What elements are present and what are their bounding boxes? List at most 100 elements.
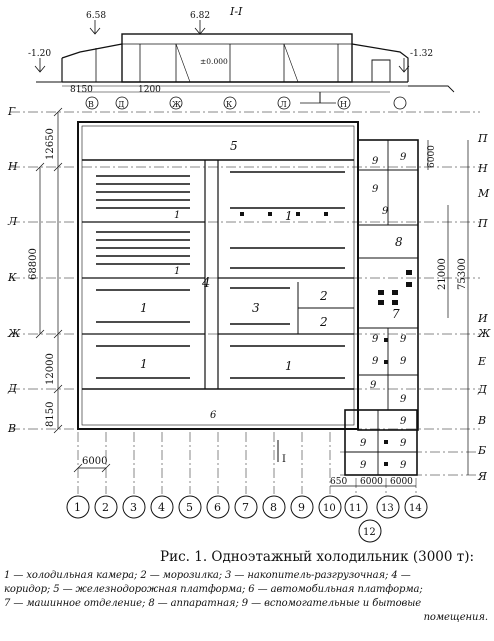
row-axis-label: Л [7,215,18,228]
dimension-label: 6000 [360,477,383,487]
elevation-label: -1.20 [28,49,51,59]
column-axis-label: 9 [298,501,305,514]
dimension-label: 12000 [45,353,56,385]
column-axis-label: 5 [186,501,193,514]
dimension-label: 6000 [82,456,107,467]
column-axis-label: 14 [409,503,422,514]
section-axis-label: Ж [172,100,181,109]
column-axis-label: 2 [102,501,109,514]
section-axis-markers [85,96,407,110]
section-axis-label: Н [340,100,347,109]
elevation-label: 6.58 [86,11,106,21]
dimension-label: 6000 [427,145,437,168]
room-number: 6 [210,410,217,421]
right-axis-label: Ж [477,327,491,340]
dimension-label: 1200 [138,85,161,95]
row-axis-label: К [7,271,17,284]
room-number: 9 [372,184,379,195]
dimension-label: 6000 [390,477,413,487]
dimension-label: 75300 [457,258,468,290]
room-number: 1 [285,209,293,223]
column-axis-label: 6 [214,501,221,514]
right-dimension-chain [427,140,469,475]
column-axis-label: 13 [381,503,394,514]
right-axis-label: Д [477,383,488,396]
room-number: 1 [285,359,293,373]
row-axis-label: Ж [7,327,21,340]
building-outline [77,121,419,476]
dimension-label: 68800 [28,248,39,280]
column-axis-label: 12 [363,527,376,538]
right-axis-label: Н [477,162,488,175]
room-number: 1 [140,357,148,371]
room-number: 9 [400,152,407,163]
dimension-label: 8150 [45,402,56,427]
caption-legend-line: помещения. [423,612,489,623]
caption-legend-line: 7 — машинное отделение; 8 — аппаратная; … [4,598,422,609]
room-number: 9 [360,460,367,471]
row-axis-label: В [7,422,16,435]
column-axis-lines [77,432,417,494]
interior-partitions [82,159,354,390]
row-axis-lines [10,111,480,476]
section-axis-label: В [88,100,94,109]
room-number: 1 [140,301,148,315]
dimension-label: 12650 [45,128,56,160]
room-number: 9 [372,156,379,167]
section-axis-label: Д [118,100,125,109]
room-number: 9 [400,416,407,427]
column-axis-label: 8 [270,501,277,514]
room-number: 2 [319,315,328,329]
dimension-label: 650 [330,477,347,487]
room-number: 9 [360,438,367,449]
room-number: 9 [400,334,407,345]
column-axis-label: 4 [158,501,165,514]
caption-legend-line: коридор; 5 — железнодорожная платформа; … [4,584,423,595]
figure-caption: Рис. 1. Одноэтажный холодильник (3000 т)… [0,548,494,641]
room-number: 9 [372,356,379,367]
right-axis-label: М [477,187,490,200]
column-axis-bubbles [66,495,428,543]
room-number: 9 [400,460,407,471]
cold-storage-drawing: I-I 6.58 6.82 -1.20 -1.32 ±0.000 8150 12… [7,5,491,543]
right-axis-label: Я [477,470,488,483]
caption-legend-line: 1 — холодильная камера; 2 — морозилка; 3… [4,570,411,581]
room-number: 1 [174,266,180,277]
right-axis-label: П [477,217,488,230]
room-number: 7 [392,307,400,321]
column-axis-label: 1 [74,501,81,514]
section-cut-marks [277,92,321,462]
elevation-label: 6.82 [190,11,210,21]
right-axis-label: В [477,414,486,427]
right-axis-label: Е [477,355,486,368]
elevation-label: ±0.000 [200,57,228,66]
dimension-label: 8150 [70,85,93,95]
cooling-coils [96,171,345,379]
room-number: 3 [252,301,260,315]
room-number: 8 [395,235,403,249]
room-number: 5 [230,139,238,153]
section-cut-label: I [282,454,286,465]
section-view [34,20,455,93]
dimension-label: 21000 [437,258,448,290]
right-axis-label: П [477,132,488,145]
room-number: 9 [382,206,389,217]
column-axis-label: 11 [349,503,362,514]
right-axis-label: И [477,312,488,325]
row-axis-label: Н [7,160,18,173]
section-axis-label: Л [280,100,287,109]
section-title: I-I [229,5,243,18]
room-number: 9 [370,380,377,391]
room-number: 2 [319,289,328,303]
row-axis-label: Г [7,105,16,118]
column-markers [240,212,412,466]
room-number: 9 [372,334,379,345]
room-number: 1 [174,210,180,221]
caption-title: Рис. 1. Одноэтажный холодильник (3000 т)… [160,549,475,565]
room-number: 9 [400,356,407,367]
section-axis-label: К [226,100,233,109]
row-axis-label: Д [7,382,18,395]
column-axis-label: 10 [323,503,336,514]
column-axis-label: 7 [242,501,249,514]
left-dimension-chain [35,107,63,434]
